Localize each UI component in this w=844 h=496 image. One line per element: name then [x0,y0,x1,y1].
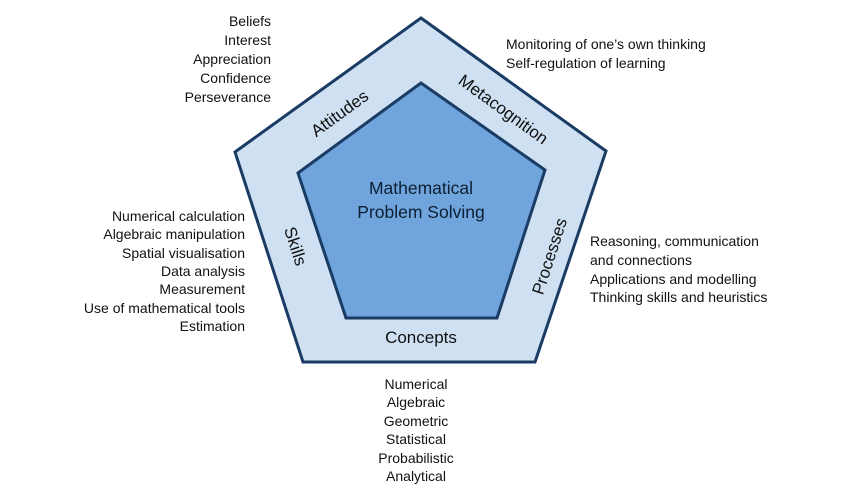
processes-list: Reasoning, communication and connections… [590,233,767,305]
list-item: Applications and modelling [590,271,757,287]
list-item: Estimation [180,318,245,334]
list-item: Data analysis [161,263,245,279]
list-item: Monitoring of one’s own thinking [506,36,706,52]
list-item: Geometric [384,413,449,429]
list-item: Numerical calculation [112,208,245,224]
center-title-line2: Problem Solving [357,202,484,222]
center-title-line1: Mathematical [369,178,473,198]
list-item: Numerical [384,376,447,392]
list-item: Measurement [159,281,245,297]
ring-label-concepts: Concepts [385,328,457,347]
list-item: Interest [224,32,271,48]
list-item: Algebraic [387,394,445,410]
list-item: Statistical [386,431,446,447]
list-item: Use of mathematical tools [84,300,245,316]
list-item: Self-regulation of learning [506,55,666,71]
list-item: Appreciation [193,51,271,67]
skills-list: Numerical calculation Algebraic manipula… [84,208,245,334]
list-item: Algebraic manipulation [103,226,245,242]
metacognition-list: Monitoring of one’s own thinking Self-re… [506,36,706,71]
list-item: Perseverance [185,89,272,105]
attitudes-list: Beliefs Interest Appreciation Confidence… [185,13,272,105]
list-item: Probabilistic [378,450,453,466]
list-item: Thinking skills and heuristics [590,289,767,305]
list-item: Beliefs [229,13,271,29]
list-item: Spatial visualisation [122,245,245,261]
list-item: Confidence [200,70,271,86]
concepts-list: Numerical Algebraic Geometric Statistica… [378,376,453,484]
inner-pentagon [296,81,547,320]
list-item: Reasoning, communication [590,233,759,249]
list-item: and connections [590,252,692,268]
list-item: Analytical [386,468,446,484]
